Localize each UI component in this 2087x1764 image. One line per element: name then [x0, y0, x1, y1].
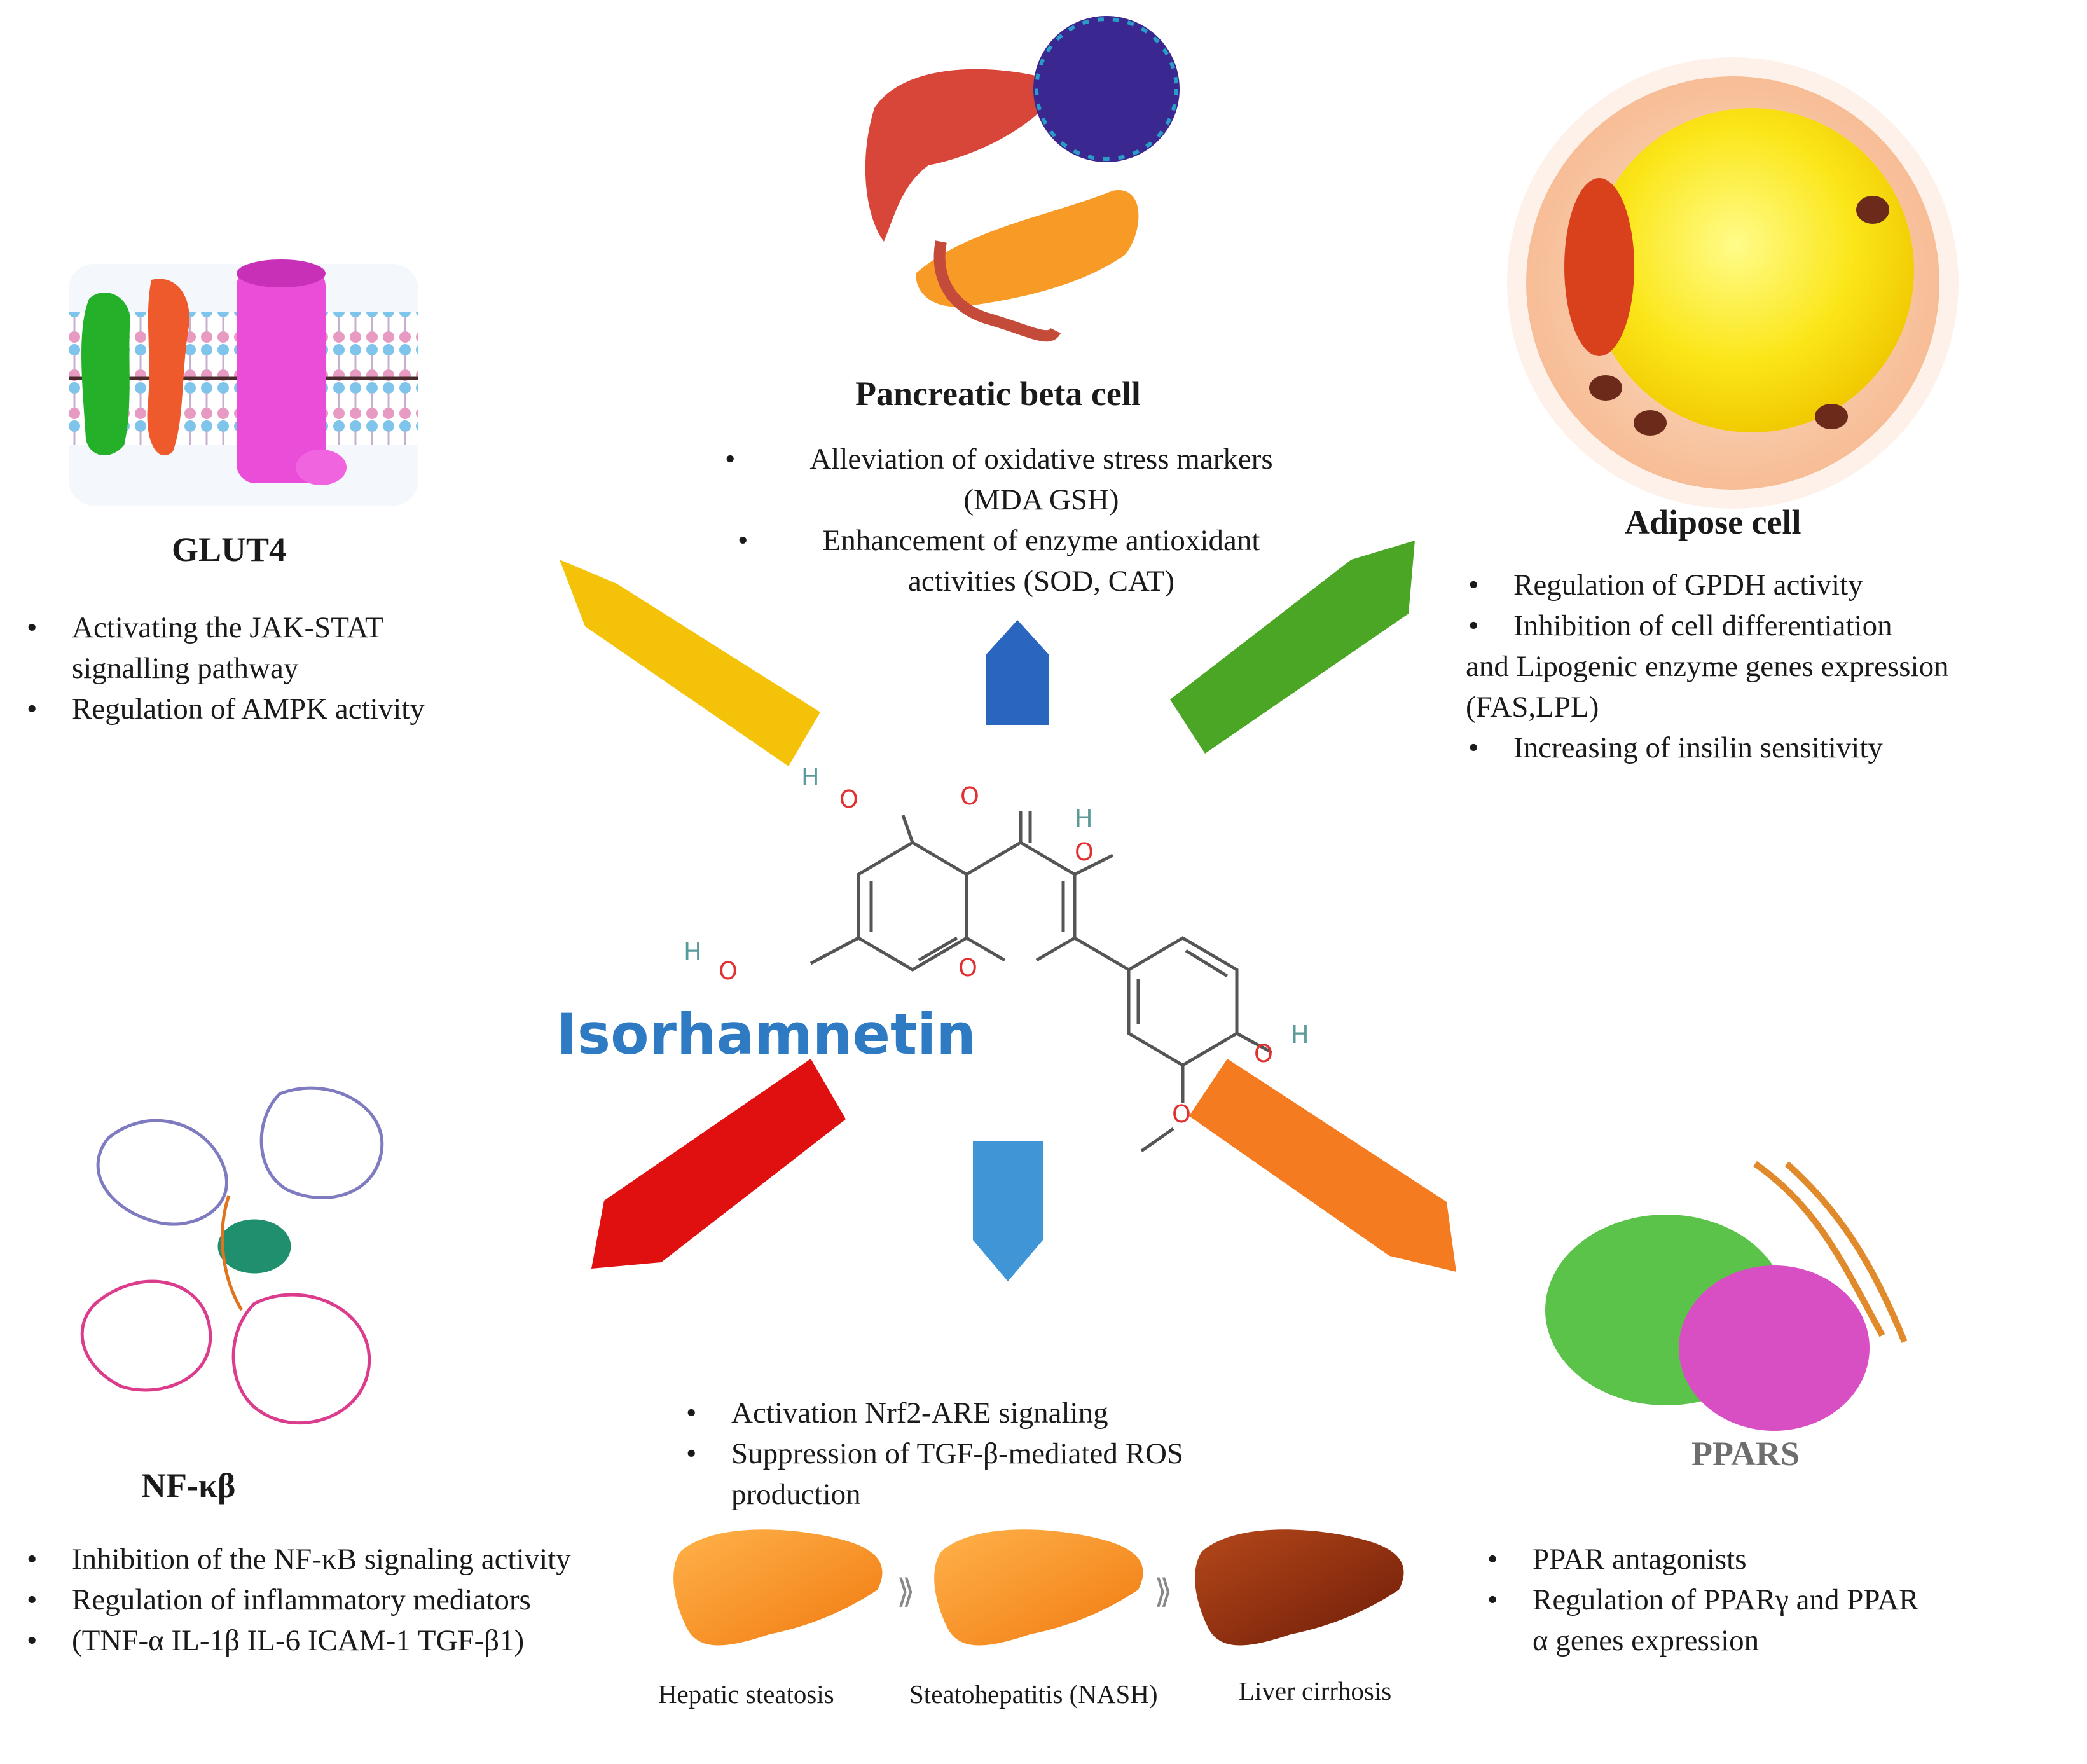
list-item: •Inhibition of the NF-κB signaling activ… [27, 1543, 571, 1576]
nfkb-protein-image [80, 1086, 384, 1425]
adipose-cell-image [1507, 57, 1959, 509]
arrow-to-glut4 [560, 560, 820, 766]
pancreas-title: Pancreatic beta cell [855, 375, 1141, 413]
atom-h-5: H [801, 763, 820, 791]
svg-text:⟫: ⟫ [897, 1573, 915, 1611]
svg-text:⟫: ⟫ [1154, 1573, 1173, 1611]
atom-o-4: O [960, 782, 979, 810]
list-item-continuation: and Lipogenic enzyme genes expression (F… [1466, 650, 1949, 724]
compound-name: Isorhamnetin [556, 1002, 976, 1067]
liver-stage-cirrhosis: Liver cirrhosis [1239, 1676, 1392, 1705]
ppars-protein-image [1545, 1161, 1908, 1431]
atom-h-7: H [684, 938, 702, 966]
ppars-title: PPARS [1691, 1435, 1800, 1473]
isorhamnetin-structure [809, 811, 1273, 1153]
list-item: •Alleviation of oxidative stress markers… [725, 443, 1273, 516]
list-item: •PPAR antagonists [1487, 1543, 1747, 1576]
glut4-title: GLUT4 [172, 530, 287, 568]
atom-o-1: O [958, 954, 977, 982]
liver-stage-nash: Steatohepatitis (NASH) [909, 1679, 1158, 1709]
pancreas-image [865, 16, 1180, 342]
arrow-to-nfkb [591, 1059, 846, 1269]
arrow-to-ppars [1189, 1059, 1456, 1272]
atom-o-4p: O [1254, 1040, 1273, 1068]
ppars-bullets: •PPAR antagonists •Regulation of PPARγ a… [1485, 1539, 1930, 1661]
arrow-to-liver [973, 1141, 1043, 1281]
list-item: •Regulation of PPARγ and PPAR α genes ex… [1487, 1583, 1919, 1657]
atom-o-3: O [1075, 838, 1094, 866]
glut4-bullets: •Activating the JAK-STAT signalling path… [24, 607, 488, 729]
list-item: •Activating the JAK-STAT signalling path… [27, 611, 383, 685]
glut4-membrane-image [69, 259, 418, 506]
arrow-to-adipose [1170, 541, 1415, 754]
nfkb-bullets: •Inhibition of the NF-κB signaling activ… [24, 1539, 596, 1661]
atom-h-3: H [1075, 804, 1093, 832]
atom-h-4p: H [1291, 1021, 1309, 1049]
arrow-to-pancreas [986, 620, 1049, 725]
list-item: •Increasing of insilin sensitivity [1468, 731, 1883, 764]
atom-o-3p: O [1172, 1100, 1191, 1128]
pancreas-bullets: •Alleviation of oxidative stress markers… [725, 439, 1310, 602]
adipose-bullets: •Regulation of GPDH activity •Inhibition… [1466, 565, 2051, 768]
list-item: •Suppression of TGF-β-mediated ROS produ… [686, 1437, 1184, 1511]
list-item: •(TNF-α IL-1β IL-6 ICAM-1 TGF-β1) [27, 1624, 525, 1657]
liver-bullets: •Activation Nrf2-ARE signaling •Suppress… [684, 1393, 1281, 1515]
list-item: •Regulation of AMPK activity [27, 693, 425, 726]
atom-o-5: O [839, 785, 858, 813]
list-item: •Inhibition of cell differentiation [1468, 609, 1892, 642]
list-item: •Activation Nrf2-ARE signaling [686, 1396, 1108, 1430]
list-item: •Regulation of GPDH activity [1468, 568, 1863, 602]
list-item: •Regulation of inflammatory mediators [27, 1583, 531, 1616]
nfkb-title: NF-κβ [141, 1466, 236, 1505]
list-item: •Enhancement of enzyme antioxidant activ… [738, 524, 1260, 598]
liver-stages-images: ⟫ ⟫ [673, 1529, 1404, 1646]
adipose-title: Adipose cell [1625, 503, 1801, 541]
liver-stage-steatosis: Hepatic steatosis [658, 1679, 834, 1709]
atom-o-7: O [719, 957, 738, 985]
